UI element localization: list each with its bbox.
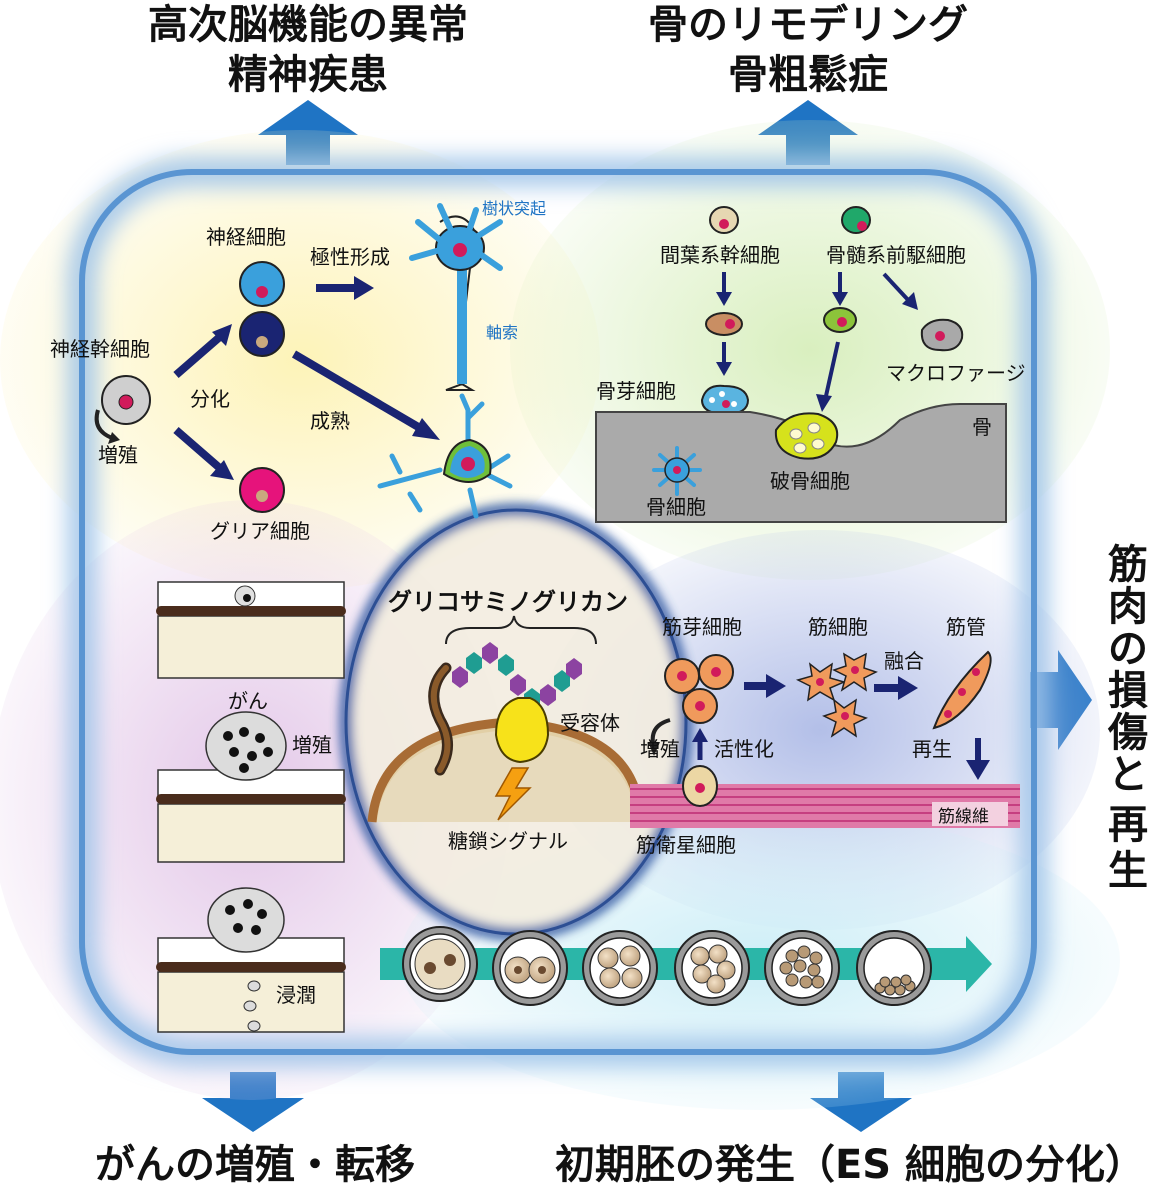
osteoblast-cell <box>700 384 750 416</box>
outcome-embryo-development: 初期胚の発生（ES 細胞の分化） <box>555 1142 1145 1188</box>
cancer-proliferation-label: 増殖 <box>292 733 332 757</box>
myoblast-cells <box>664 654 734 724</box>
neuron-label: 神経細胞 <box>206 225 286 249</box>
bracket <box>445 615 597 645</box>
embryo-8-cell <box>582 930 658 1006</box>
neural-panel: 神経幹細胞 増殖 分化 神経細胞 グリア細胞 極性形成 樹状突起 軸索 成熟 <box>50 199 546 543</box>
neural-stem-label: 神経幹細胞 <box>50 337 150 361</box>
dendrite-label: 樹状突起 <box>482 199 546 218</box>
myeloid-label: 骨髄系前駆細胞 <box>826 243 966 267</box>
embryo-16-cell <box>674 930 750 1006</box>
svg-text:損: 損 <box>1108 668 1148 714</box>
msc-label: 間葉系幹細胞 <box>660 243 780 267</box>
osteocyte-label: 骨細胞 <box>646 495 706 519</box>
outcome-osteoporosis: 骨粗鬆症 <box>728 52 888 98</box>
axon-label: 軸索 <box>486 323 518 342</box>
svg-text:傷: 傷 <box>1107 710 1148 756</box>
polarity-label: 極性形成 <box>310 245 390 269</box>
embryo-2-cell <box>402 926 478 1002</box>
outcome-brain-function: 高次脳機能の異常 <box>148 2 468 48</box>
core-protein-strand <box>428 662 453 776</box>
maturation-arrow <box>291 350 423 432</box>
fusion-label: 融合 <box>884 649 924 673</box>
immature-neuron-cell <box>239 311 285 357</box>
svg-text:肉: 肉 <box>1108 584 1148 630</box>
receptor-label: 受容体 <box>560 711 620 735</box>
bone-panel: 間葉系幹細胞 骨髄系前駆細胞 マクロファージ 骨芽細胞 骨 破骨細胞 <box>595 206 1026 523</box>
satellite-label: 筋衛星細胞 <box>636 833 736 857</box>
arrow-to-glia <box>173 426 225 474</box>
maturation-label: 成熟 <box>310 409 350 433</box>
fiber-label: 筋線維 <box>938 807 989 827</box>
glia-label: グリア細胞 <box>210 519 310 543</box>
osteocyte-cell <box>652 446 702 496</box>
osteoblast-label: 骨芽細胞 <box>596 379 676 403</box>
polarized-neuron <box>409 203 503 391</box>
muscle-proliferation-label: 増殖 <box>640 737 680 761</box>
svg-text:と: と <box>1108 752 1148 798</box>
osteoclast-cell <box>774 412 839 460</box>
main-frame <box>69 159 1047 1065</box>
macrophage-label: マクロファージ <box>886 361 1026 385</box>
myoblast-label: 筋芽細胞 <box>662 615 742 639</box>
myocyte-label: 筋細胞 <box>808 615 868 639</box>
embryo-blastocyst <box>856 930 932 1006</box>
regeneration-label: 再生 <box>912 737 952 761</box>
svg-text:再: 再 <box>1108 802 1148 848</box>
receptor <box>494 697 550 764</box>
embryo-morula <box>764 930 840 1006</box>
svg-text:の: の <box>1108 626 1148 672</box>
down-arrow-left <box>202 1072 304 1132</box>
signal-label: 糖鎖シグナル <box>448 829 568 853</box>
cancer-label: がん <box>228 689 268 713</box>
myocyte-cells <box>795 652 878 738</box>
osteoclast-label: 破骨細胞 <box>770 469 850 493</box>
outcome-bone-remodeling: 骨のリモデリング <box>648 2 968 48</box>
cancer-panel: がん 増殖 浸潤 <box>156 581 346 1033</box>
muscle-panel: 筋芽細胞 筋細胞 融合 筋管 再生 増殖 活 <box>630 615 1020 857</box>
center-title: グリコサミノグリカン <box>388 588 628 616</box>
activation-label: 活性化 <box>714 737 774 761</box>
lightning-icon <box>494 767 532 821</box>
embryo-4-cell <box>492 930 568 1006</box>
preosteoblast-cell <box>705 312 743 336</box>
svg-text:筋: 筋 <box>1108 542 1148 588</box>
arrow-to-neuron <box>173 331 225 379</box>
mature-neuron <box>377 393 513 519</box>
bone-label: 骨 <box>972 415 992 439</box>
epithelium-tumor <box>156 711 346 863</box>
differentiation-label: 分化 <box>190 387 230 411</box>
epithelium-invasion <box>156 887 346 1033</box>
cycle-arrow-icon <box>94 409 113 440</box>
svg-text:生: 生 <box>1108 848 1148 894</box>
outcome-psychiatric-disease: 精神疾患 <box>228 52 388 98</box>
myotube-label: 筋管 <box>946 615 986 639</box>
epithelium-normal <box>156 581 346 679</box>
neural-proliferation-label: 増殖 <box>98 443 138 467</box>
outcome-muscle-regeneration: 筋 肉 の 損 傷 と 再 生 <box>1107 542 1148 894</box>
neuron-cell <box>239 261 285 307</box>
outcome-cancer-metastasis: がんの増殖・転移 <box>95 1142 415 1188</box>
invasion-label: 浸潤 <box>276 983 316 1007</box>
embryo-row <box>380 926 992 1006</box>
